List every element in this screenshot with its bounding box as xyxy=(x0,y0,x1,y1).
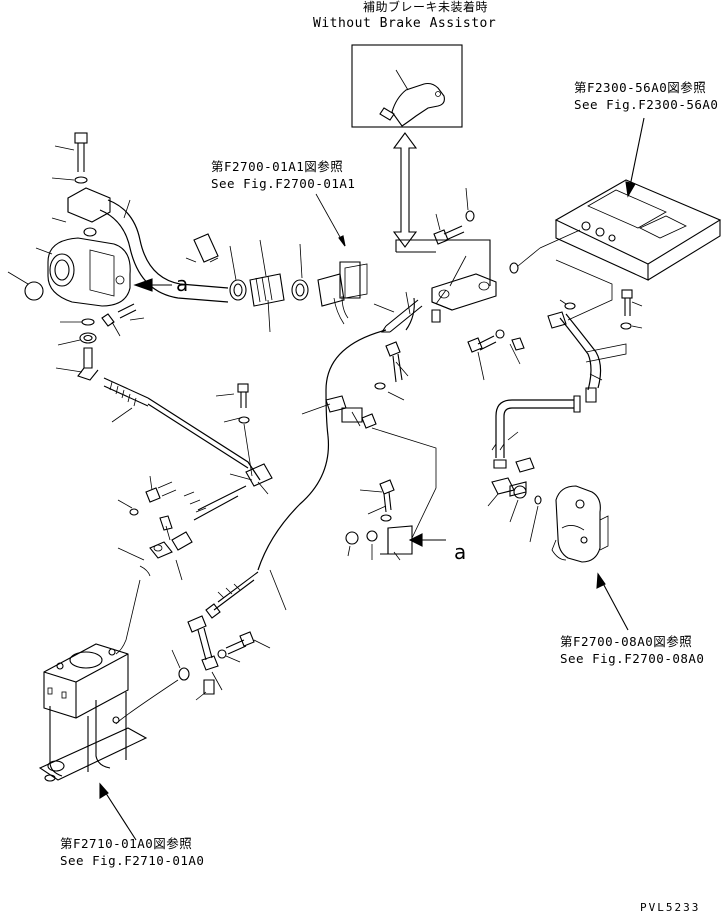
right-braided-pipe xyxy=(487,395,581,543)
ref-f2710-01a0-en: See Fig.F2710-01A0 xyxy=(60,853,205,868)
filter-housing xyxy=(38,643,148,782)
arrow-to-f2700-08a0 xyxy=(596,572,629,631)
drawing-code: PVL5233 xyxy=(640,901,701,914)
ref-f2710-01a0-jp: 第F2710-01A0図参照 xyxy=(60,836,193,851)
brake-assistor-note-jp: 補助ブレーキ未装着時 xyxy=(363,0,489,14)
valve-fittings xyxy=(325,187,497,437)
braided-hose xyxy=(103,377,273,521)
ref-f2700-01a1-jp: 第F2700-01A1図参照 xyxy=(211,159,344,174)
valve-cover xyxy=(509,179,722,281)
arrow-to-f2710 xyxy=(99,782,137,841)
right-pipes xyxy=(467,259,643,403)
pump-assembly xyxy=(7,132,229,381)
bracket-assembly xyxy=(345,479,446,561)
lower-hose xyxy=(205,435,330,619)
bracket-casting xyxy=(551,485,609,563)
brake-assistor-inset xyxy=(351,44,463,128)
ref-f2700-08a0-en: See Fig.F2700-08A0 xyxy=(560,651,705,666)
callout-a-right: a xyxy=(454,540,467,564)
callout-a-left: a xyxy=(176,272,189,296)
ref-f2300-56a0-jp: 第F2300-56A0図参照 xyxy=(574,80,707,95)
ref-f2300-56a0-en: See Fig.F2300-56A0 xyxy=(574,97,719,112)
upper-hose-fittings xyxy=(185,193,368,333)
arrow-to-f2300 xyxy=(625,117,645,198)
ref-f2700-01a1-en: See Fig.F2700-01A1 xyxy=(211,176,356,191)
brake-assistor-note-en: Without Brake Assistor xyxy=(313,16,497,31)
ref-f2700-08a0-jp: 第F2700-08A0図参照 xyxy=(560,634,693,649)
lower-fittings xyxy=(115,615,271,725)
double-arrow-icon xyxy=(392,132,418,248)
left-fittings xyxy=(115,475,193,655)
tee-fitting xyxy=(301,341,437,539)
